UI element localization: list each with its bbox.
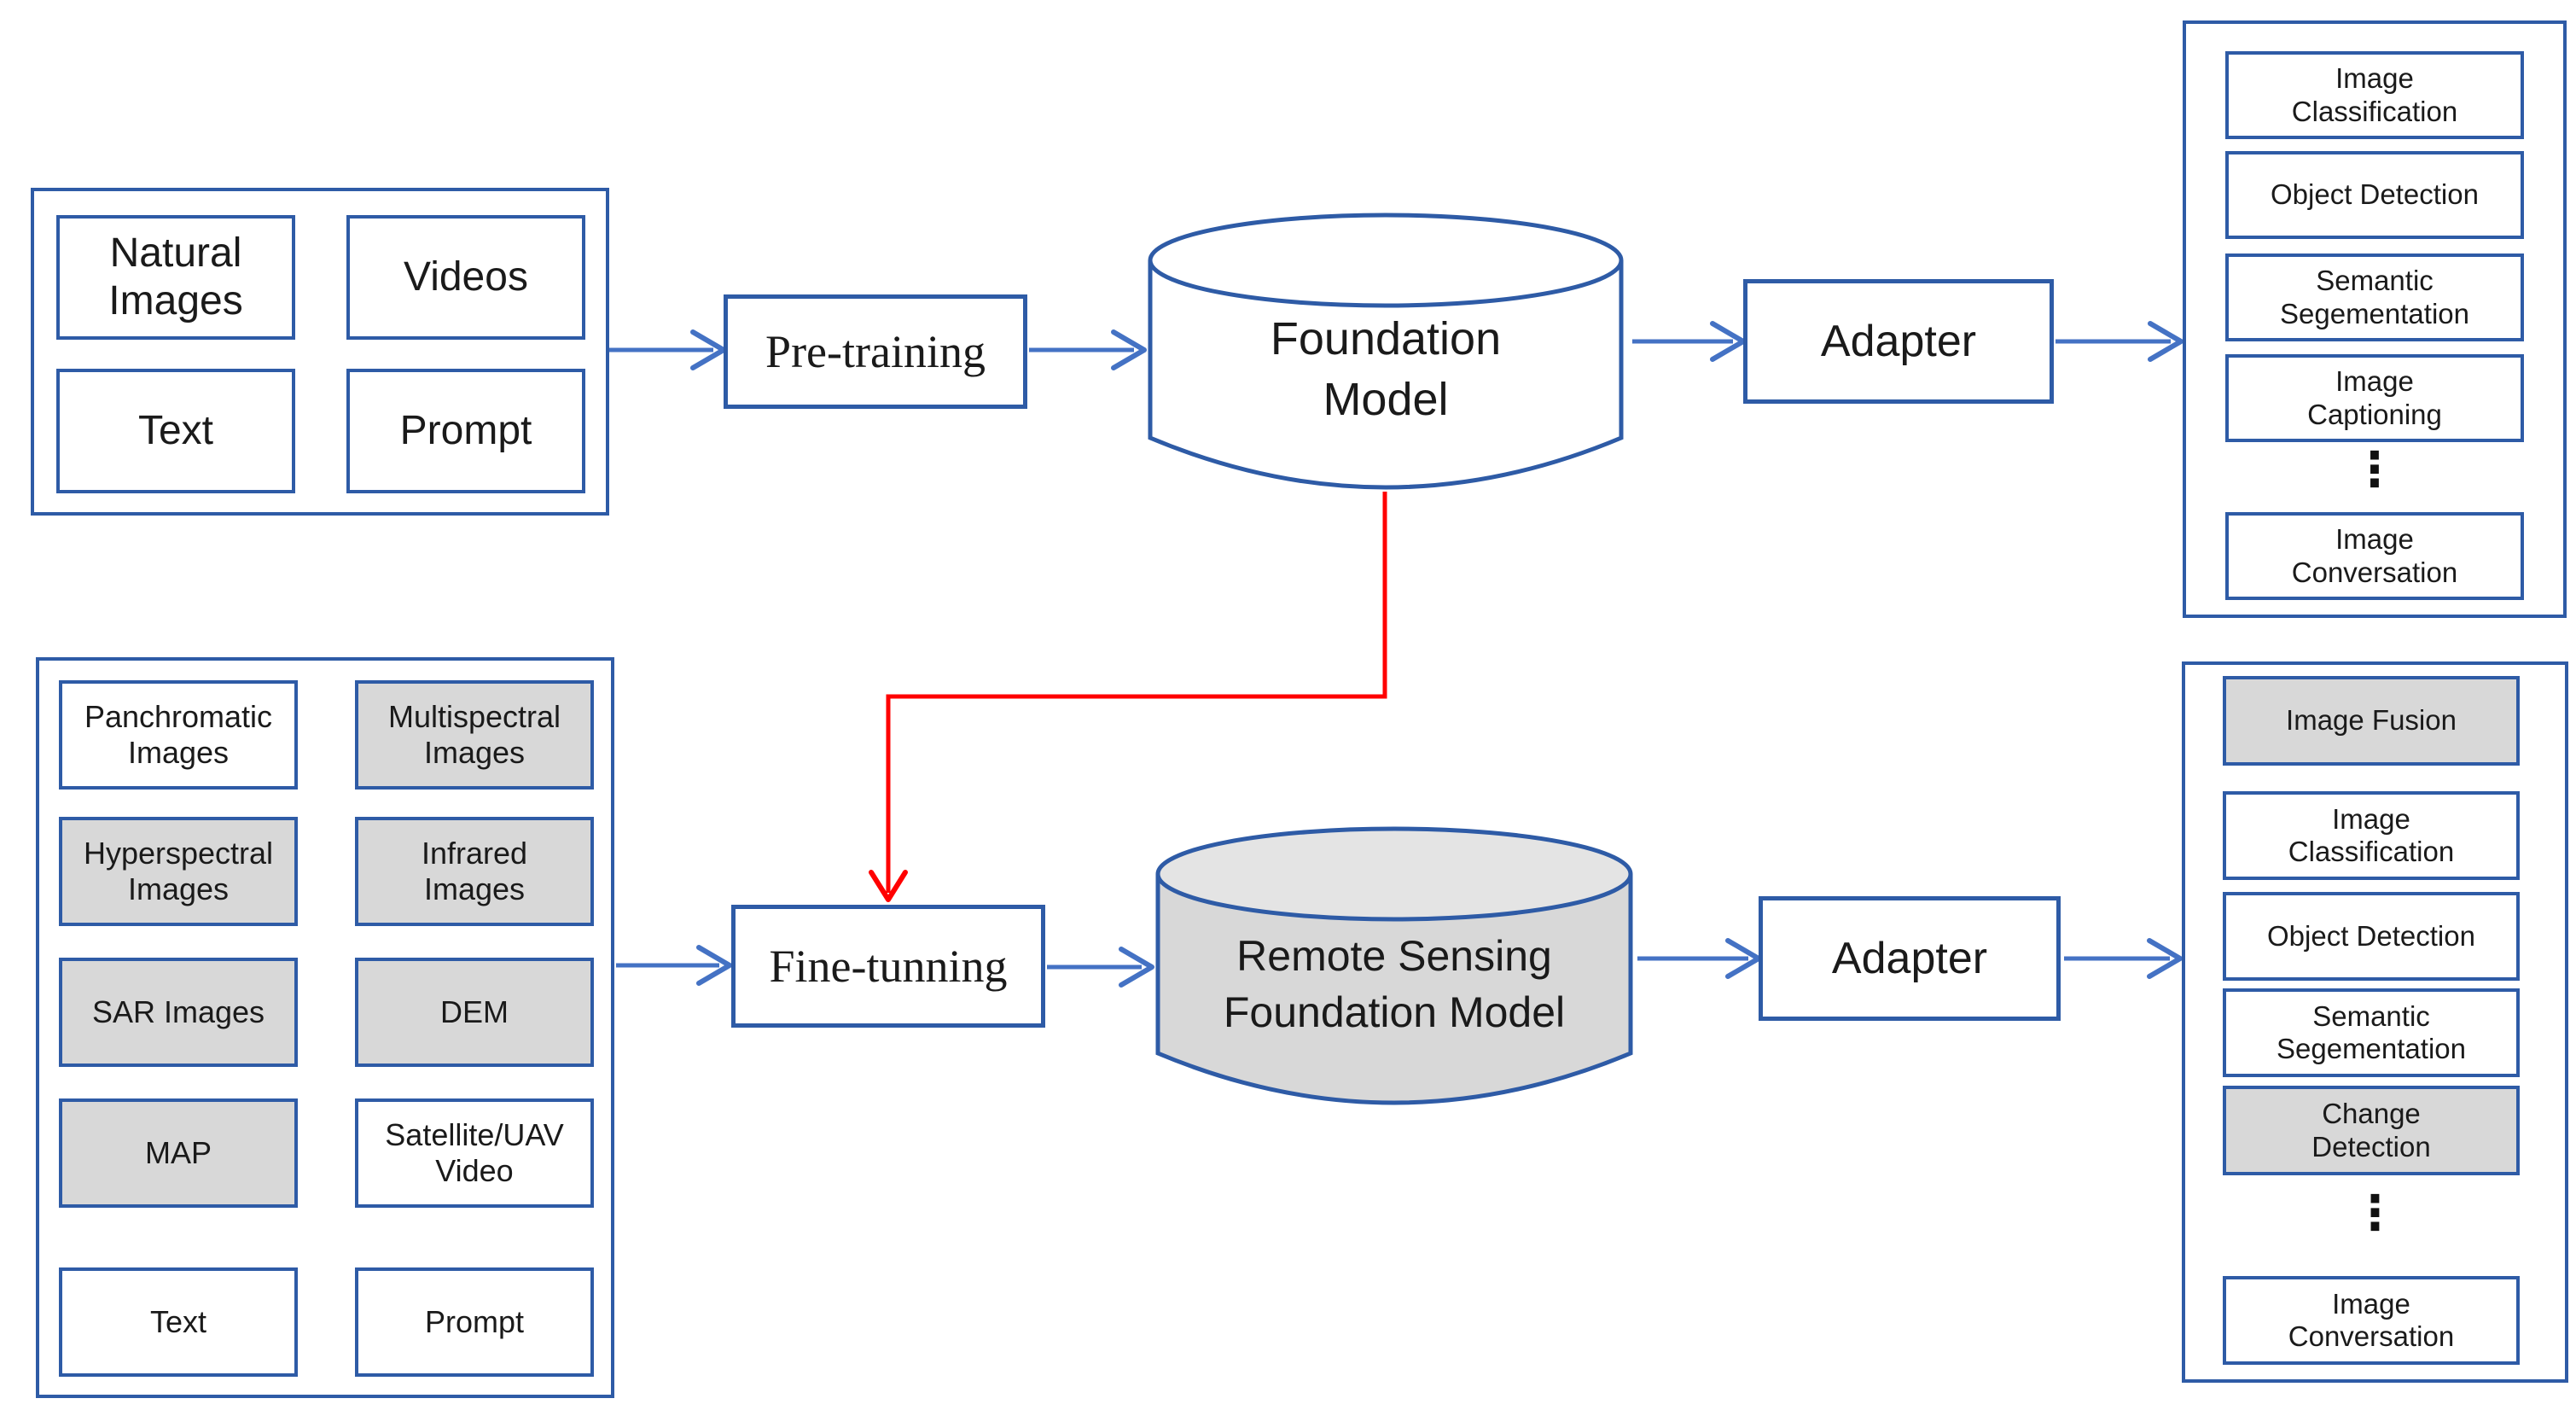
finetune-inputs-panel: Panchromatic Images Multispectral Images… [36,657,614,1398]
arrow-finetuning-to-rs-foundation-model [1047,947,1154,988]
pretraining-label: Pre-training [765,326,986,377]
task-image-classification: Image Classification [2223,791,2520,880]
task-image-conversation: Image Conversation [2225,512,2524,600]
arrow-foundation-model-to-adapter [1632,321,1746,362]
adapter-top-box: Adapter [1743,279,2054,404]
adapter-top-label: Adapter [1820,317,1977,366]
input-label: Natural Images [108,230,243,323]
input-videos: Videos [346,215,585,340]
foundation-model-cylinder: Foundation Model [1146,211,1625,494]
input-label: Prompt [399,408,532,454]
task-label: Image Conversation [2291,523,2458,588]
vertical-ellipsis: ⋮ [2351,442,2399,498]
arrow-rs-foundation-model-to-adapter [1637,938,1761,979]
input-hyperspectral-images: Hyperspectral Images [59,817,298,926]
finetuning-label: Fine-tunning [769,941,1008,992]
input-label: MAP [144,1135,212,1171]
task-object-detection: Object Detection [2223,892,2520,981]
pretrain-inputs-panel: Natural Images Videos Text Prompt [31,188,609,516]
finetuning-box: Fine-tunning [731,905,1045,1028]
task-image-classification: Image Classification [2225,51,2524,139]
input-label: Prompt [424,1304,525,1340]
rs-foundation-model-label-wrap: Remote Sensing Foundation Model [1154,859,1635,1110]
adapter-bottom-box: Adapter [1759,896,2061,1021]
rs-foundation-model-cylinder: Remote Sensing Foundation Model [1154,825,1635,1110]
task-label: Image Classification [2291,62,2458,127]
arrow-adapter-to-finetune-tasks [2064,938,2183,979]
task-label: Image Fusion [2286,704,2457,737]
input-natural-images: Natural Images [56,215,295,340]
input-label: DEM [440,994,509,1030]
task-label: Semantic Segementation [2280,265,2469,329]
input-label: Satellite/UAV Video [385,1117,564,1188]
input-dem: DEM [355,958,594,1067]
input-label: SAR Images [91,994,265,1030]
arrow-adapter-to-pretrain-tasks [2056,321,2183,362]
pretrain-tasks-panel: Image Classification Object Detection Se… [2183,20,2567,618]
task-object-detection: Object Detection [2225,151,2524,239]
input-label: Infrared Images [421,836,528,906]
input-infrared-images: Infrared Images [355,817,594,926]
cylinder-shape [1155,826,1633,1105]
task-change-detection: Change Detection [2223,1086,2520,1175]
task-image-captioning: Image Captioning [2225,354,2524,442]
input-label: Videos [404,254,528,300]
foundation-model-label: Foundation Model [1270,312,1502,425]
input-label: Text [149,1304,207,1340]
input-satellite-uav-video: Satellite/UAV Video [355,1098,594,1208]
input-label: Hyperspectral Images [83,836,274,906]
task-semantic-segmentation: Semantic Segementation [2225,253,2524,341]
task-label: Image Captioning [2307,365,2442,430]
finetune-tasks-panel: Image Fusion Image Classification Object… [2182,661,2568,1383]
task-label: Object Detection [2267,919,2475,952]
task-label: Image Classification [2288,802,2455,867]
input-panchromatic-images: Panchromatic Images [59,680,298,790]
foundation-model-label-wrap: Foundation Model [1146,245,1625,494]
task-semantic-segmentation: Semantic Segementation [2223,988,2520,1077]
input-label: Text [137,408,214,454]
pretraining-box: Pre-training [724,294,1027,409]
input-map: MAP [59,1098,298,1208]
adapter-bottom-label: Adapter [1831,934,1988,983]
input-prompt: Prompt [346,369,585,493]
task-image-conversation: Image Conversation [2223,1276,2520,1365]
input-label: Panchromatic Images [84,699,273,770]
input-multispectral-images: Multispectral Images [355,680,594,790]
vertical-ellipsis: ⋮ [2351,1186,2399,1241]
arrow-pretraining-to-foundation-model [1029,329,1147,370]
cylinder-shape [1148,213,1624,490]
task-label: Change Detection [2311,1098,2431,1163]
input-label: Multispectral Images [387,699,561,770]
task-label: Object Detection [2271,178,2479,211]
task-label: Image Conversation [2288,1287,2455,1352]
rs-foundation-model-label: Remote Sensing Foundation Model [1223,932,1566,1036]
input-text: Text [56,369,295,493]
task-label: Semantic Segementation [2277,999,2466,1064]
input-sar-images: SAR Images [59,958,298,1067]
task-image-fusion: Image Fusion [2223,676,2520,766]
arrow-inputs-to-finetuning [616,945,732,986]
input-text-bottom: Text [59,1267,298,1377]
input-prompt-bottom: Prompt [355,1267,594,1377]
arrow-inputs-to-pretraining [609,329,726,370]
